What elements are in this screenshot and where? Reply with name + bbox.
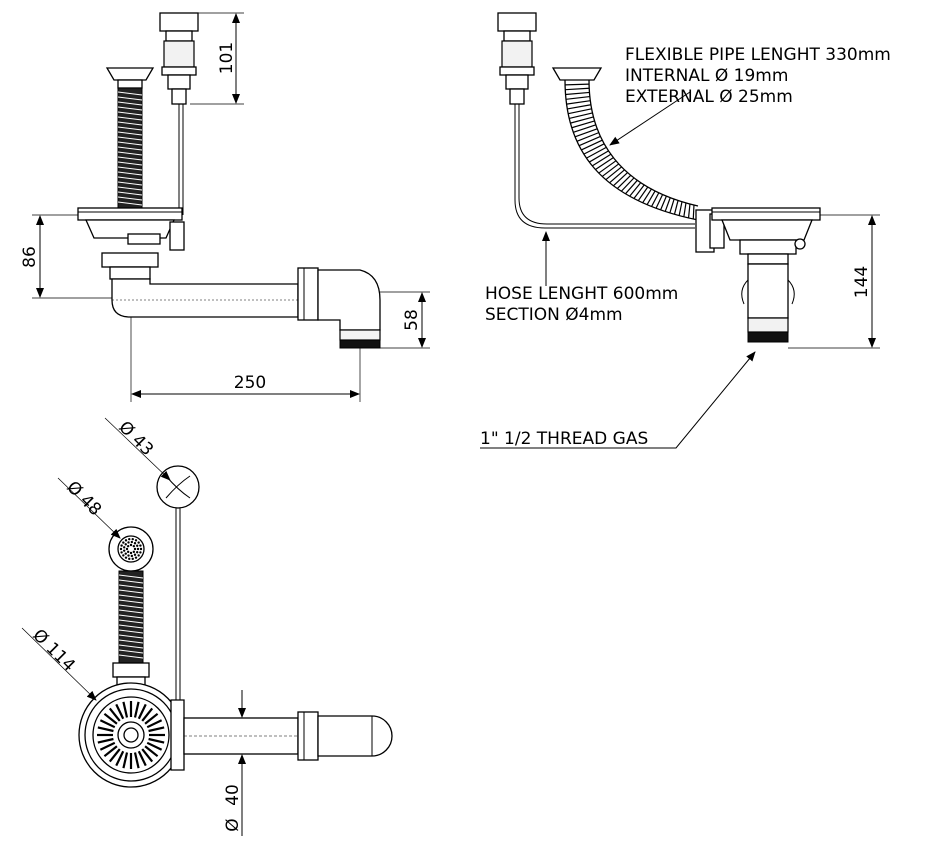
hose-note: HOSE LENGHT 600mm SECTION Ø4mm bbox=[485, 284, 678, 325]
side-view: 144 FLEXIBLE PIPE LENGHT 330mm INTERNAL … bbox=[480, 12, 891, 449]
front-view: 101 86 58 250 bbox=[20, 12, 430, 402]
dim-dia114: Ø 114 bbox=[21, 625, 97, 701]
pipe-note-line2: INTERNAL Ø 19mm bbox=[625, 66, 788, 86]
side-strainer-body bbox=[695, 207, 821, 343]
dim-dia43-label: Ø 43 bbox=[114, 417, 157, 460]
dim-dia43: Ø 43 bbox=[104, 417, 171, 481]
pipe-note-line3: EXTERNAL Ø 25mm bbox=[625, 87, 793, 107]
dim-dia114-label: Ø 114 bbox=[28, 625, 78, 675]
dim-250-label: 250 bbox=[234, 373, 266, 393]
thread-note: 1" 1/2 THREAD GAS bbox=[480, 429, 648, 449]
top-view: Ø 43 Ø 48 Ø 114 40 Ø bbox=[21, 417, 393, 836]
top-popup-knob bbox=[156, 465, 200, 720]
front-drain-pipe bbox=[111, 267, 381, 349]
top-overflow-head bbox=[108, 526, 154, 688]
side-overflow-head bbox=[551, 67, 603, 81]
dim-dia40-symbol: Ø bbox=[223, 818, 243, 831]
side-flexible-pipe bbox=[564, 79, 699, 221]
front-overflow-hose bbox=[105, 67, 155, 209]
dim-144: 144 bbox=[788, 214, 880, 349]
pipe-note-leader bbox=[609, 91, 691, 146]
thread-note-leader bbox=[480, 351, 756, 449]
dim-58: 58 bbox=[380, 291, 430, 349]
dim-86: 86 bbox=[20, 214, 112, 299]
front-strainer-body bbox=[77, 207, 185, 280]
dim-101-label: 101 bbox=[217, 42, 237, 74]
dim-dia40: 40 Ø bbox=[223, 690, 246, 836]
top-drain-pipe bbox=[183, 711, 393, 761]
front-popup-knob bbox=[159, 12, 199, 215]
dim-101: 101 bbox=[190, 12, 244, 105]
pipe-note: FLEXIBLE PIPE LENGHT 330mm INTERNAL Ø 19… bbox=[625, 45, 891, 107]
dim-dia48: Ø 48 bbox=[57, 477, 121, 539]
dim-58-label: 58 bbox=[402, 309, 422, 331]
pipe-note-line1: FLEXIBLE PIPE LENGHT 330mm bbox=[625, 45, 891, 65]
dim-dia40-value: 40 bbox=[223, 784, 243, 806]
side-popup-knob bbox=[497, 12, 695, 229]
dim-86-label: 86 bbox=[20, 246, 40, 268]
hose-note-line1: HOSE LENGHT 600mm bbox=[485, 284, 678, 304]
dim-250: 250 bbox=[130, 317, 361, 402]
dim-dia48-label: Ø 48 bbox=[62, 477, 105, 520]
hose-note-line2: SECTION Ø4mm bbox=[485, 305, 623, 325]
top-strainer bbox=[78, 682, 185, 788]
dim-144-label: 144 bbox=[852, 266, 872, 298]
